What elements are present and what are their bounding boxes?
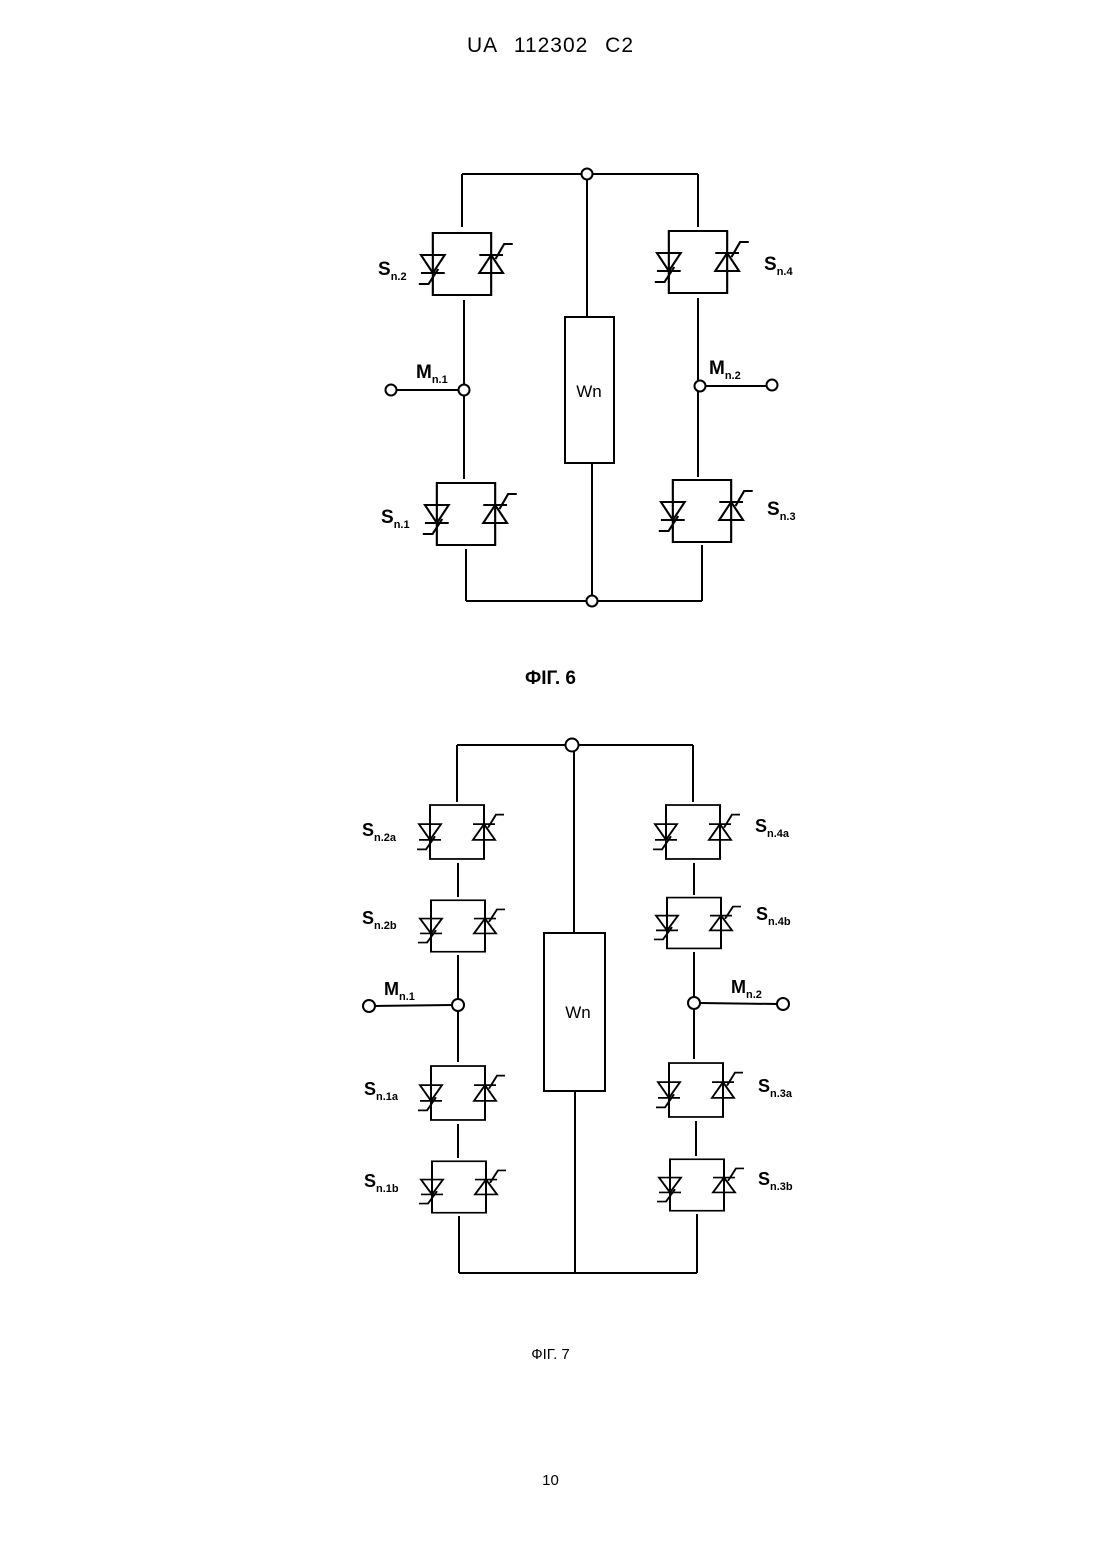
switch-label-s-n2b: Sn.2b [362, 908, 397, 932]
thyristor-gate-lead [727, 1073, 743, 1086]
switch-frame [669, 1063, 723, 1117]
thyristor-gate-lead [725, 907, 741, 919]
switch-frame [666, 805, 720, 859]
thyristor-pair-s-n1a [418, 1066, 505, 1120]
thyristor-pair-s-n3a [656, 1063, 743, 1117]
thyristor-gate-lead [418, 930, 436, 942]
thyristor-pair-s-n4a [653, 805, 740, 859]
figure-7-circuit-diagram: Wn Sn.2a Sn.2b Sn.1a Sn.1b Sn.4a Sn.4b S… [0, 0, 1101, 1340]
switch-frame [431, 900, 485, 951]
thyristor-gate-lead [724, 815, 740, 828]
switch-label-s-n2a: Sn.2a [362, 820, 397, 844]
midpoint-terminal-lead [375, 1005, 452, 1006]
thyristor-pair-s-n3b [657, 1159, 744, 1210]
load-wn-label: Wn [565, 1003, 591, 1022]
thyristor-pair-s-n2b [418, 900, 505, 951]
thyristor-gate-lead [489, 909, 505, 921]
thyristor-gate-lead [419, 1191, 437, 1203]
thyristor-gate-lead [654, 927, 672, 939]
switch-label-s-n3b: Sn.3b [758, 1169, 793, 1193]
switch-label-s-n1a: Sn.1a [364, 1079, 399, 1103]
midpoint-terminal-m-n2 [777, 998, 789, 1010]
top-node-terminal [566, 739, 579, 752]
thyristor-gate-lead [488, 815, 504, 828]
switch-label-s-n1b: Sn.1b [364, 1171, 399, 1195]
switch-label-s-n4a: Sn.4a [755, 816, 790, 840]
midpoint-label-m-n1: Mn.1 [384, 979, 415, 1003]
switch-label-s-n4b: Sn.4b [756, 904, 791, 928]
midpoint-node-m-n1 [452, 999, 464, 1011]
thyristor-pair-s-n4b [654, 898, 741, 949]
thyristor-pair-s-n2a [417, 805, 504, 859]
thyristor-gate-lead [656, 1094, 674, 1107]
thyristor-gate-lead [653, 836, 671, 849]
switch-frame [670, 1159, 724, 1210]
midpoint-label-m-n2: Mn.2 [731, 977, 762, 1001]
switch-frame [430, 805, 484, 859]
page-number: 10 [0, 1472, 1101, 1489]
thyristor-gate-lead [657, 1189, 675, 1201]
thyristor-gate-lead [728, 1168, 744, 1180]
switch-frame [431, 1066, 485, 1120]
switch-label-s-n3a: Sn.3a [758, 1076, 793, 1100]
thyristor-gate-lead [418, 1097, 436, 1110]
switch-frame [432, 1161, 486, 1212]
midpoint-terminal-m-n1 [363, 1000, 375, 1012]
thyristor-gate-lead [490, 1170, 506, 1182]
figure-7-caption: ФІГ. 7 [0, 1346, 1101, 1363]
thyristor-gate-lead [489, 1076, 505, 1089]
switch-frame [667, 898, 721, 949]
midpoint-node-m-n2 [688, 997, 700, 1009]
midpoint-terminal-lead [700, 1003, 777, 1004]
thyristor-pair-s-n1b [419, 1161, 506, 1212]
thyristor-gate-lead [417, 836, 435, 849]
